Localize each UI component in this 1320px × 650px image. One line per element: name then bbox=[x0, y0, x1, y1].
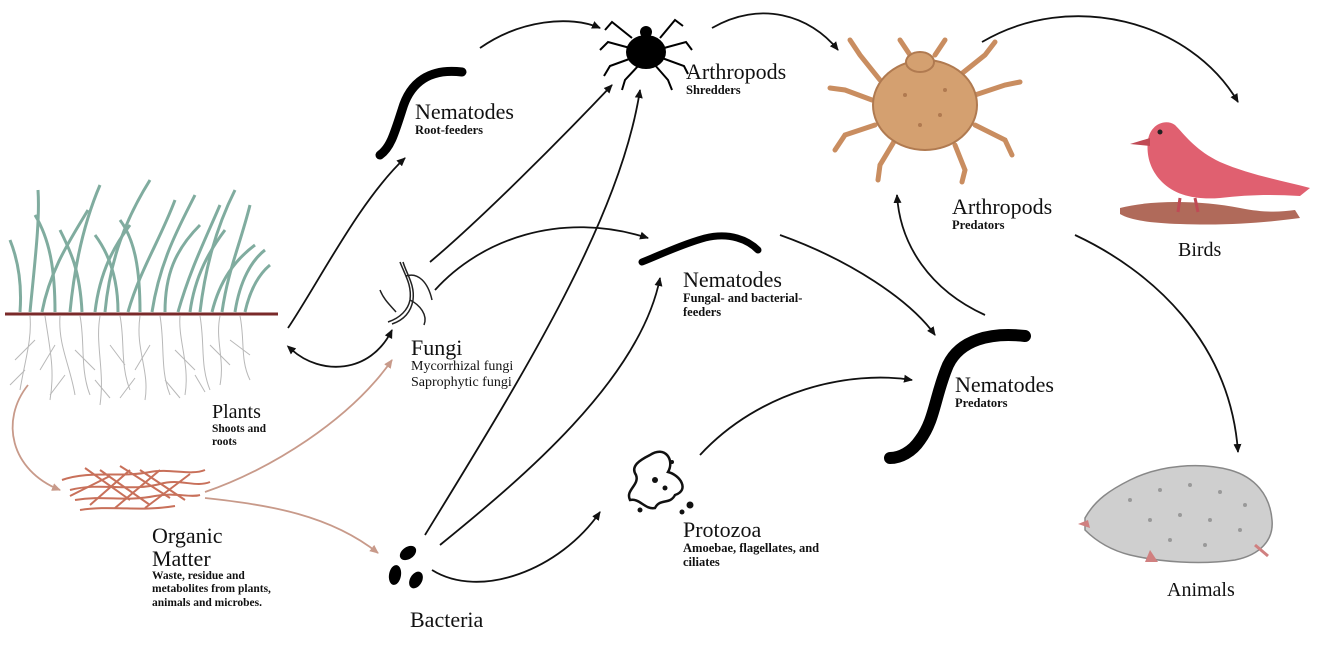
arrow-shredders-to-pred-arthropods bbox=[712, 13, 838, 50]
label-protozoa: Protozoa Amoebae, flagellates, and cilia… bbox=[683, 518, 843, 570]
protozoa-title: Protozoa bbox=[683, 518, 843, 541]
arrow-fungi-to-fb-nematodes bbox=[435, 227, 648, 290]
protozoa-illustration bbox=[629, 452, 694, 515]
arrow-root-nematodes-to-shredders bbox=[480, 21, 600, 48]
nematodes-fb-title: Nematodes bbox=[683, 268, 823, 291]
label-arthropods-shredders: Arthropods Shredders bbox=[686, 60, 786, 97]
plants-subtitle: Shoots and roots bbox=[212, 423, 287, 449]
label-bacteria: Bacteria bbox=[410, 608, 483, 631]
organic-subtitle: Waste, residue and metabolites from plan… bbox=[152, 570, 292, 610]
arrow-bacteria-to-fb-nematodes bbox=[440, 278, 660, 545]
nematodes-predators-subtitle: Predators bbox=[955, 396, 1054, 410]
arrow-bacteria-to-shredders bbox=[425, 90, 640, 535]
fungi-subtitle: Mycorrhizal fungi Saprophytic fungi bbox=[411, 359, 531, 391]
arrow-pred-arthropods-to-animals bbox=[1075, 235, 1238, 452]
nematodes-fb-subtitle: Fungal- and bacterial-feeders bbox=[683, 291, 823, 320]
arthropods-shredders-subtitle: Shredders bbox=[686, 83, 786, 97]
label-organic-matter: Organic Matter Waste, residue and metabo… bbox=[152, 524, 297, 610]
fungi-illustration bbox=[380, 262, 432, 325]
bird-illustration bbox=[1120, 122, 1310, 224]
organic-matter-illustration bbox=[62, 466, 210, 510]
bacteria-illustration bbox=[387, 543, 425, 591]
arrow-plants-to-organic bbox=[13, 385, 60, 490]
arrow-plants-fungi bbox=[292, 330, 392, 367]
animals-title: Animals bbox=[1167, 580, 1235, 601]
arthropod-predator-illustration bbox=[830, 40, 1020, 182]
fungi-title: Fungi bbox=[411, 336, 571, 359]
plants-illustration bbox=[5, 180, 278, 405]
label-nematodes-fb: Nematodes Fungal- and bacterial-feeders bbox=[683, 268, 823, 320]
arrow-pred-arthropods-to-birds bbox=[982, 16, 1238, 102]
nematodes-root-title: Nematodes bbox=[415, 100, 514, 123]
label-nematodes-root: Nematodes Root-feeders bbox=[415, 100, 514, 137]
mole-illustration bbox=[1078, 466, 1272, 563]
arrow-bacteria-to-protozoa bbox=[432, 512, 600, 582]
plants-title: Plants bbox=[212, 402, 287, 423]
nematodes-root-subtitle: Root-feeders bbox=[415, 123, 514, 137]
label-nematodes-predators: Nematodes Predators bbox=[955, 373, 1054, 410]
arthropods-shredders-title: Arthropods bbox=[686, 60, 786, 83]
arthropods-predators-subtitle: Predators bbox=[952, 218, 1052, 232]
label-arthropods-predators: Arthropods Predators bbox=[952, 195, 1052, 232]
label-fungi: Fungi Mycorrhizal fungi Saprophytic fung… bbox=[411, 336, 571, 391]
birds-title: Birds bbox=[1178, 240, 1221, 261]
bacteria-title: Bacteria bbox=[410, 608, 483, 631]
organic-title: Organic Matter bbox=[152, 524, 232, 570]
arthropod-shredder-illustration bbox=[600, 20, 692, 90]
nematode-fungal-bacterial-illustration bbox=[642, 236, 758, 262]
protozoa-subtitle: Amoebae, flagellates, and ciliates bbox=[683, 541, 833, 570]
nematodes-predators-title: Nematodes bbox=[955, 373, 1054, 396]
label-birds: Birds bbox=[1178, 240, 1221, 261]
label-animals: Animals bbox=[1167, 580, 1235, 601]
arthropods-predators-title: Arthropods bbox=[952, 195, 1052, 218]
label-plants: Plants Shoots and roots bbox=[212, 402, 287, 449]
arrow-protozoa-to-pred-nematodes bbox=[700, 378, 912, 455]
